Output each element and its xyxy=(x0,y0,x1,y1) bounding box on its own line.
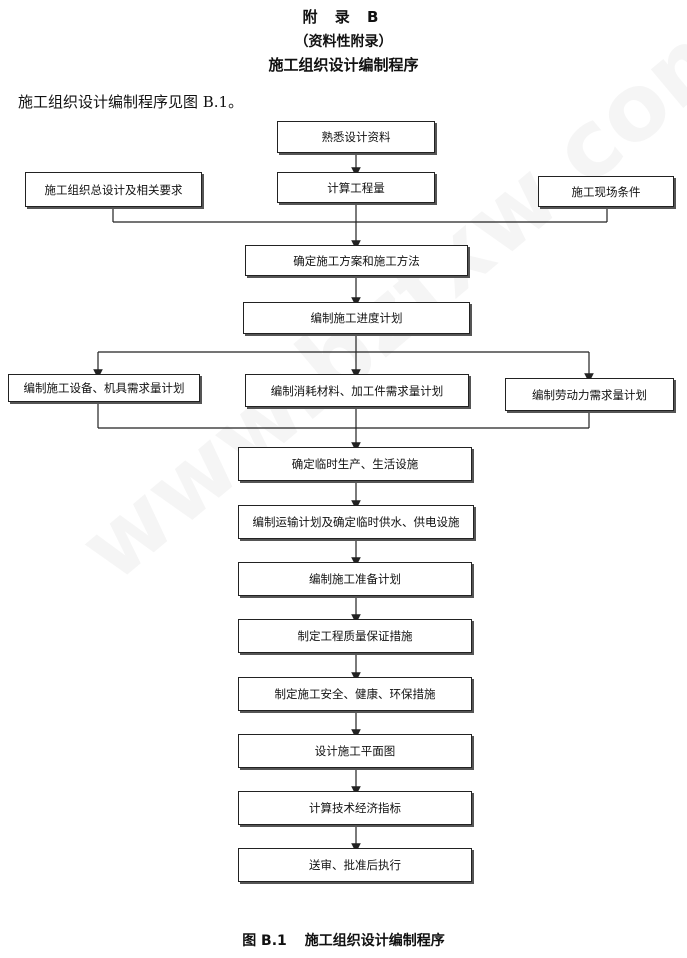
step-labor-plan: 编制劳动力需求量计划 xyxy=(505,378,674,411)
step-equipment-plan: 编制施工设备、机具需求量计划 xyxy=(8,374,200,402)
step-temp-facilities: 确定临时生产、生活设施 xyxy=(238,447,472,481)
appendix-type: （资料性附录） xyxy=(294,34,393,50)
step-economic-indicators: 计算技术经济指标 xyxy=(238,791,472,825)
step-site-layout: 设计施工平面图 xyxy=(238,734,472,768)
step-site-conditions: 施工现场条件 xyxy=(538,176,674,207)
appendix-title: 附 录 B xyxy=(302,8,385,26)
appendix-subtitle: 施工组织设计编制程序 xyxy=(268,56,419,74)
step-materials-plan: 编制消耗材料、加工件需求量计划 xyxy=(245,374,469,407)
intro-paragraph: 施工组织设计编制程序见图 B.1。 xyxy=(18,93,244,111)
step-quality-measures: 制定工程质量保证措施 xyxy=(238,619,472,653)
figure-number: 图 B.1 xyxy=(242,933,287,949)
step-transport-plan: 编制运输计划及确定临时供水、供电设施 xyxy=(238,505,474,539)
step-general-design-requirements: 施工组织总设计及相关要求 xyxy=(25,172,202,207)
step-preparation-plan: 编制施工准备计划 xyxy=(238,562,472,596)
step-safety-measures: 制定施工安全、健康、环保措施 xyxy=(238,677,472,711)
step-approval-execution: 送审、批准后执行 xyxy=(238,848,472,882)
step-construction-plan: 确定施工方案和施工方法 xyxy=(245,245,468,276)
figure-caption: 图 B.1 施工组织设计编制程序 xyxy=(0,930,687,950)
step-calculate-quantities: 计算工程量 xyxy=(277,172,435,203)
step-schedule-plan: 编制施工进度计划 xyxy=(243,302,470,334)
step-familiarize-design: 熟悉设计资料 xyxy=(277,121,435,153)
figure-title: 施工组织设计编制程序 xyxy=(304,933,445,949)
